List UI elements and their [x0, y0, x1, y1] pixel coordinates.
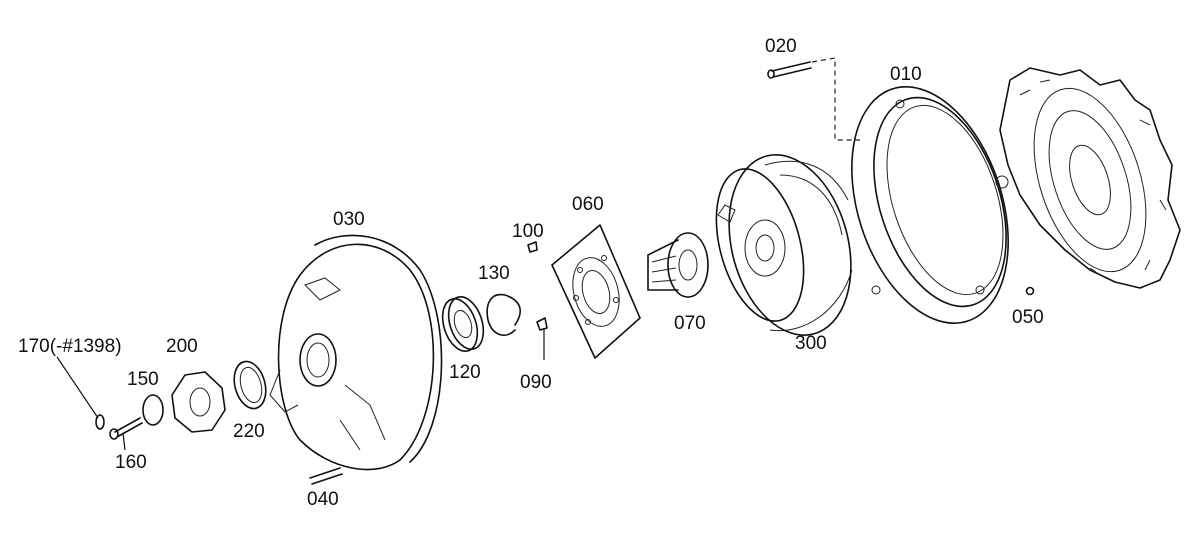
screw-090 — [536, 317, 548, 331]
label-040: 040 — [307, 489, 339, 510]
label-300: 300 — [795, 333, 827, 354]
bolt-160 — [109, 417, 143, 440]
screw-040 — [309, 467, 343, 485]
label-050: 050 — [1012, 307, 1044, 328]
nut-050 — [1025, 286, 1035, 296]
snap-ring-130 — [486, 293, 521, 336]
adapter-plate-060 — [551, 224, 641, 359]
seal-ring-220 — [233, 360, 267, 410]
label-200: 200 — [166, 336, 198, 357]
drive-plate — [999, 67, 1181, 289]
bell-housing-ring-010 — [851, 86, 1009, 324]
label-030: 030 — [333, 209, 365, 230]
torque-converter-300 — [715, 154, 853, 336]
label-100: 100 — [512, 221, 544, 242]
shaft-flange-070 — [647, 232, 709, 298]
lock-element-170 — [95, 414, 105, 430]
label-220: 220 — [233, 421, 265, 442]
washer-150 — [142, 394, 164, 426]
label-020: 020 — [765, 36, 797, 57]
label-170: 170(-#1398) — [18, 336, 122, 357]
label-070: 070 — [674, 313, 706, 334]
label-160: 160 — [115, 452, 147, 473]
part-labels: 020 010 060 100 030 130 050 070 300 170(… — [18, 36, 1044, 510]
label-060: 060 — [572, 194, 604, 215]
label-130: 130 — [478, 263, 510, 284]
label-010: 010 — [890, 64, 922, 85]
output-flange-200 — [171, 371, 226, 433]
bearing-120 — [441, 296, 485, 352]
label-150: 150 — [127, 369, 159, 390]
converter-housing-030 — [269, 234, 443, 471]
bolt-020 — [767, 61, 812, 79]
screw-100 — [527, 241, 538, 253]
label-120: 120 — [449, 362, 481, 383]
label-090: 090 — [520, 372, 552, 393]
leader-lines — [56, 57, 860, 451]
